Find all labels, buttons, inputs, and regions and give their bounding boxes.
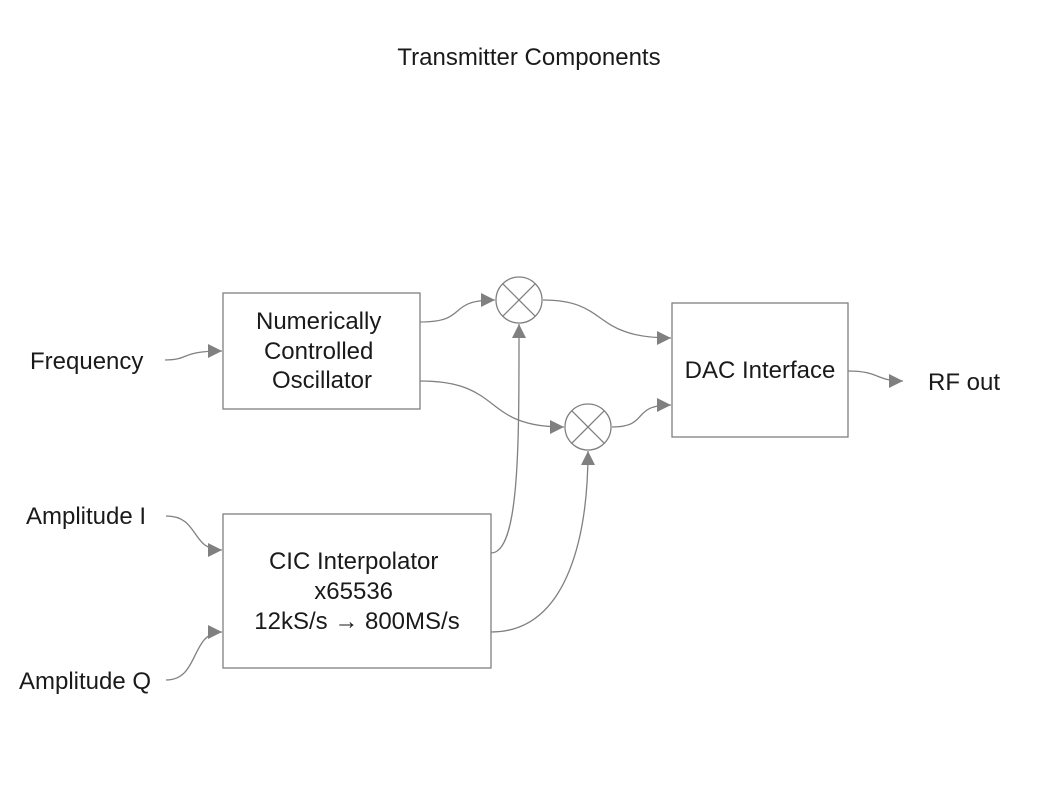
- nco-label-line: Numerically: [256, 308, 381, 335]
- diagram-title: Transmitter Components: [397, 44, 660, 71]
- arrow-nco-to-mixer-top: [419, 293, 496, 323]
- dac-interface-block: [671, 302, 849, 438]
- cic-label-line: 12kS/s → 800MS/s: [254, 608, 459, 635]
- output-rf-out-label: RF out: [928, 369, 1000, 396]
- arrow-amplitude-q-to-cic: [165, 625, 223, 681]
- dac-interface-label: DAC Interface: [685, 357, 836, 384]
- arrow-dac-to-rf-out: [847, 370, 904, 388]
- mixer-bottom-icon: [564, 403, 612, 451]
- cic-interpolator-block: [222, 513, 492, 669]
- cic-interpolator-label: CIC Interpolator x65536 12kS/s → 800MS/s: [254, 548, 459, 635]
- nco-label-line: Controlled: [264, 338, 373, 365]
- arrow-mixer-bottom-to-dac: [611, 398, 672, 428]
- arrow-cic-to-mixer-bottom: [490, 450, 595, 633]
- input-amplitude-i-label: Amplitude I: [26, 503, 146, 530]
- nco-label-line: Oscillator: [272, 367, 372, 394]
- arrow-cic-to-mixer-top: [490, 323, 527, 554]
- arrow-amplitude-i-to-cic: [165, 515, 223, 557]
- cic-label-line: CIC Interpolator: [269, 548, 438, 575]
- cic-label-line: x65536: [314, 578, 393, 605]
- mixer-top-icon: [495, 276, 543, 324]
- nco-block: [222, 292, 421, 410]
- input-amplitude-q-label: Amplitude Q: [19, 668, 151, 695]
- nco-label: Numerically Controlled Oscillator: [256, 308, 388, 394]
- arrow-mixer-top-to-dac: [542, 299, 672, 345]
- input-frequency-label: Frequency: [30, 348, 143, 375]
- arrow-frequency-to-nco: [164, 344, 223, 361]
- arrow-nco-to-mixer-bottom: [419, 380, 565, 434]
